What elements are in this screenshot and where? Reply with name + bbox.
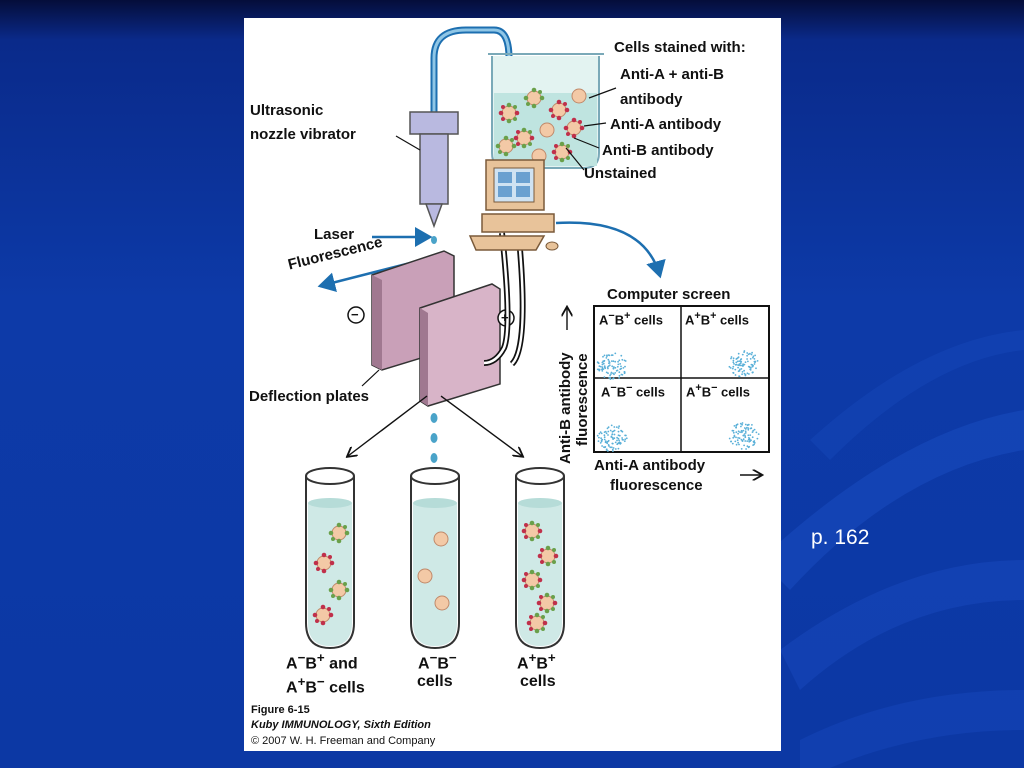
- laser-label: Laser: [314, 226, 355, 243]
- x-axis-label-1: Anti-A antibody: [594, 457, 706, 474]
- x-axis-label-2: fluorescence: [610, 477, 703, 494]
- deflection-label: Deflection plates: [249, 388, 370, 405]
- nozzle-label-1: Ultrasonic: [250, 102, 324, 119]
- legend-unstained: Unstained: [584, 165, 657, 182]
- computer: [468, 159, 559, 251]
- computer-screen-plot: [593, 305, 770, 453]
- tube-middle-label-2: cells: [417, 673, 453, 690]
- flow-cytometry-diagram: [305, 26, 770, 650]
- tube-right-label-2: cells: [520, 673, 556, 690]
- book-title: Kuby IMMUNOLOGY, Sixth Edition: [251, 719, 431, 731]
- plus-sign: +: [501, 310, 509, 325]
- nozzle-vibrator: [409, 111, 459, 229]
- tube-right-label-1: A+B+: [517, 650, 556, 673]
- copyright: © 2007 W. H. Freeman and Company: [251, 735, 436, 747]
- nozzle-label-2: nozzle vibrator: [250, 126, 356, 143]
- quadrant-bl-label: A−B− cells: [601, 382, 665, 400]
- quadrant-br-label: A+B− cells: [686, 382, 750, 400]
- screen-title: Computer screen: [607, 286, 731, 303]
- y-axis-label-2: fluorescence: [574, 353, 591, 446]
- minus-sign: −: [351, 307, 359, 322]
- page-reference: p. 162: [811, 526, 870, 549]
- tube-left-label-1: A−B+ and: [286, 650, 358, 673]
- quadrant-tl-label: A−B+ cells: [599, 310, 663, 328]
- legend-anti-a-b: Anti-A + anti-B: [620, 66, 725, 83]
- tube-middle-label-1: A−B−: [418, 650, 457, 673]
- legend-anti-a: Anti-A antibody: [610, 116, 722, 133]
- legend-anti-b: Anti-B antibody: [602, 142, 714, 159]
- stained-header: Cells stained with:: [614, 39, 746, 56]
- tube-middle: [410, 467, 460, 650]
- figure-number: Figure 6-15: [251, 704, 310, 716]
- tube-left-label-2: A+B− cells: [286, 674, 365, 697]
- legend-antibody: antibody: [620, 91, 683, 108]
- scatter-clusters: [596, 350, 760, 452]
- quadrant-tr-label: A+B+ cells: [685, 310, 749, 328]
- negative-terminal-icon: [347, 306, 365, 324]
- figure-panel: Cells stained with: Anti-A + anti-B anti…: [244, 18, 781, 751]
- computer-link-arrow: [555, 221, 666, 279]
